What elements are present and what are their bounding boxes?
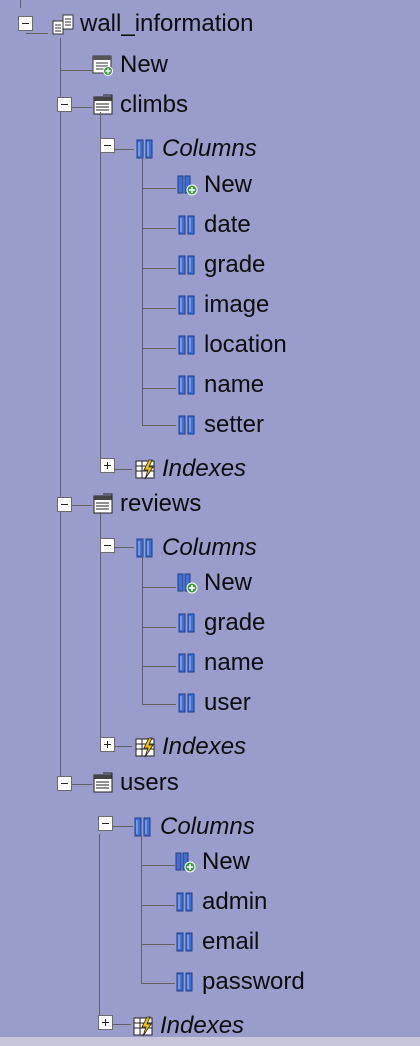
indexes-folder-climbs-label: Indexes bbox=[162, 455, 247, 482]
new-column-node-climbs-label: New bbox=[204, 171, 253, 198]
column-node-reviews-name-label: name bbox=[204, 649, 265, 676]
new-column-node-reviews-label: New bbox=[204, 569, 253, 596]
column-node-users-email-label: email bbox=[202, 928, 260, 955]
column-icon bbox=[176, 652, 198, 674]
new-table-icon bbox=[92, 54, 114, 76]
columns-folder-reviews-label: Columns bbox=[162, 534, 257, 561]
indexes-folder-climbs[interactable]: Indexes bbox=[134, 454, 246, 484]
columns-folder-reviews[interactable]: Columns bbox=[134, 533, 257, 563]
database-node[interactable]: wall_information bbox=[52, 9, 253, 39]
new-table-node[interactable]: New bbox=[92, 50, 168, 80]
column-node-climbs-grade-label: grade bbox=[204, 251, 266, 278]
table-node-reviews[interactable]: reviews bbox=[92, 489, 201, 519]
column-node-users-admin-label: admin bbox=[202, 888, 268, 915]
column-node-users-email[interactable]: email bbox=[174, 927, 259, 957]
collapse-toggle-reviews[interactable] bbox=[57, 497, 72, 512]
column-node-users-password[interactable]: password bbox=[174, 967, 305, 997]
columns-icon bbox=[132, 816, 154, 838]
collapse-toggle-reviews-columns[interactable] bbox=[100, 538, 115, 553]
bottom-border bbox=[0, 1037, 420, 1046]
column-icon bbox=[176, 294, 198, 316]
table-node-climbs-label: climbs bbox=[120, 91, 189, 118]
columns-icon bbox=[134, 537, 156, 559]
column-icon bbox=[176, 214, 198, 236]
column-node-climbs-date[interactable]: date bbox=[176, 210, 251, 240]
database-icon bbox=[52, 13, 74, 35]
table-icon bbox=[92, 772, 114, 794]
indexes-folder-users[interactable]: Indexes bbox=[132, 1011, 244, 1041]
new-column-node-users[interactable]: New bbox=[174, 847, 250, 877]
column-node-climbs-image-label: image bbox=[204, 291, 270, 318]
indexes-folder-reviews[interactable]: Indexes bbox=[134, 732, 246, 762]
table-node-reviews-label: reviews bbox=[120, 490, 202, 517]
database-node-label: wall_information bbox=[80, 10, 254, 37]
columns-folder-users[interactable]: Columns bbox=[132, 812, 255, 842]
new-column-node-reviews[interactable]: New bbox=[176, 568, 252, 598]
new-column-node-users-label: New bbox=[202, 848, 251, 875]
column-icon bbox=[174, 891, 196, 913]
new-column-icon bbox=[174, 851, 196, 873]
table-icon bbox=[92, 493, 114, 515]
column-node-climbs-setter[interactable]: setter bbox=[176, 410, 264, 440]
columns-icon bbox=[134, 138, 156, 160]
column-node-reviews-grade[interactable]: grade bbox=[176, 608, 265, 638]
indexes-folder-reviews-label: Indexes bbox=[162, 733, 247, 760]
column-node-reviews-user-label: user bbox=[204, 689, 251, 716]
index-icon bbox=[132, 1015, 154, 1037]
column-icon bbox=[174, 931, 196, 953]
column-node-users-password-label: password bbox=[202, 968, 305, 995]
table-icon bbox=[92, 94, 114, 116]
new-column-icon bbox=[176, 572, 198, 594]
index-icon bbox=[134, 458, 156, 480]
column-icon bbox=[176, 374, 198, 396]
index-icon bbox=[134, 736, 156, 758]
indexes-folder-users-label: Indexes bbox=[160, 1012, 245, 1039]
column-node-climbs-name-label: name bbox=[204, 371, 265, 398]
columns-folder-climbs[interactable]: Columns bbox=[134, 134, 257, 164]
column-icon bbox=[176, 334, 198, 356]
table-node-climbs[interactable]: climbs bbox=[92, 90, 188, 120]
collapse-toggle-users[interactable] bbox=[57, 776, 72, 791]
collapse-toggle-users-columns[interactable] bbox=[98, 816, 113, 831]
columns-folder-users-label: Columns bbox=[160, 813, 255, 840]
column-node-reviews-user[interactable]: user bbox=[176, 688, 251, 718]
column-icon bbox=[176, 254, 198, 276]
column-icon bbox=[176, 692, 198, 714]
new-column-node-climbs[interactable]: New bbox=[176, 170, 252, 200]
column-node-climbs-setter-label: setter bbox=[204, 411, 265, 438]
column-icon bbox=[176, 612, 198, 634]
expand-toggle-users-indexes[interactable] bbox=[98, 1015, 113, 1030]
column-node-users-admin[interactable]: admin bbox=[174, 887, 267, 917]
column-node-climbs-grade[interactable]: grade bbox=[176, 250, 265, 280]
expand-toggle-reviews-indexes[interactable] bbox=[100, 737, 115, 752]
collapse-toggle-database[interactable] bbox=[18, 16, 33, 31]
table-node-users-label: users bbox=[120, 769, 179, 796]
column-node-climbs-location[interactable]: location bbox=[176, 330, 287, 360]
column-node-reviews-name[interactable]: name bbox=[176, 648, 264, 678]
column-node-climbs-image[interactable]: image bbox=[176, 290, 269, 320]
column-icon bbox=[174, 971, 196, 993]
new-column-icon bbox=[176, 174, 198, 196]
columns-folder-climbs-label: Columns bbox=[162, 135, 257, 162]
column-node-climbs-location-label: location bbox=[204, 331, 287, 358]
column-node-reviews-grade-label: grade bbox=[204, 609, 266, 636]
table-node-users[interactable]: users bbox=[92, 768, 179, 798]
expand-toggle-climbs-indexes[interactable] bbox=[100, 458, 115, 473]
column-node-climbs-name[interactable]: name bbox=[176, 370, 264, 400]
collapse-toggle-climbs-columns[interactable] bbox=[100, 138, 115, 153]
new-table-node-label: New bbox=[120, 51, 169, 78]
column-icon bbox=[176, 414, 198, 436]
column-node-climbs-date-label: date bbox=[204, 211, 251, 238]
collapse-toggle-climbs[interactable] bbox=[57, 97, 72, 112]
